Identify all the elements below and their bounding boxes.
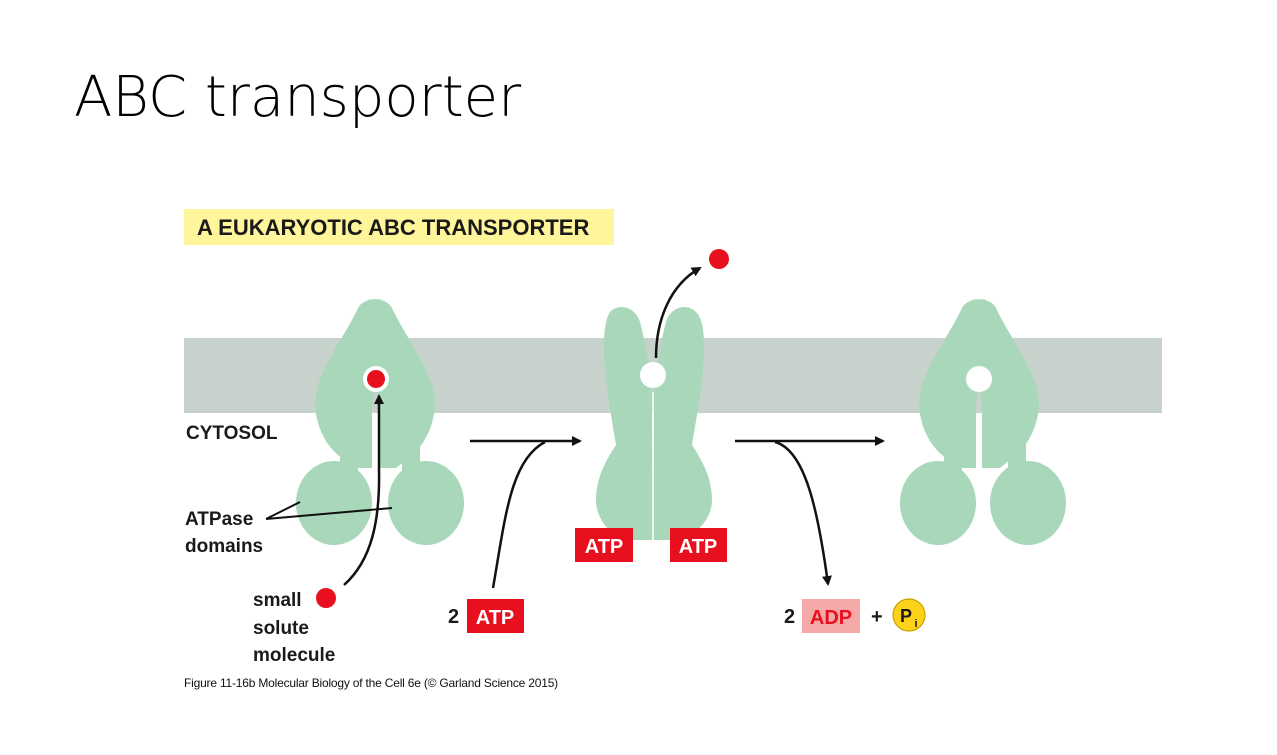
atp-input-box	[467, 599, 524, 633]
adp-count: 2	[784, 606, 795, 628]
cytosol-label: CYTOSOL	[186, 423, 278, 444]
atpase-label-line1: ATPase	[185, 509, 253, 530]
atp-input-label: ATP	[476, 607, 515, 629]
atpase-pointer-left	[265, 501, 301, 520]
phosphate-circle	[892, 598, 926, 632]
atp-bound-right-box	[670, 528, 727, 562]
figure-caption: Figure 11-16b Molecular Biology of the C…	[184, 676, 558, 690]
free-solute-molecule	[316, 588, 336, 608]
transporter-outward-facing	[596, 307, 712, 540]
atp-input-arrow	[491, 440, 546, 589]
adp-output-arrow	[774, 440, 832, 586]
slide-title: ABC transporter	[74, 65, 522, 130]
transporter-reset	[900, 299, 1066, 545]
atp-bound-left-box	[575, 528, 633, 562]
atp-bound-right-label: ATP	[679, 536, 718, 558]
atp-input-count: 2	[448, 606, 459, 628]
released-solute-molecule	[709, 249, 729, 269]
solute-release-arrow	[654, 266, 702, 359]
adp-label: ADP	[810, 607, 852, 629]
solute-label-line2: solute	[253, 618, 309, 639]
plus-sign: +	[871, 606, 883, 628]
phosphate-label: P	[900, 606, 912, 626]
solute-label-line3: molecule	[253, 645, 335, 666]
bound-solute-molecule	[367, 370, 385, 388]
solute-entry-arrow	[343, 394, 384, 586]
atpase-pointer-right	[265, 507, 393, 520]
transporter-inward-facing	[296, 299, 464, 545]
adp-box	[802, 599, 860, 633]
atp-bound-left-label: ATP	[585, 536, 624, 558]
banner-title: A EUKARYOTIC ABC TRANSPORTER	[197, 215, 589, 240]
solute-label-line1: small	[253, 590, 302, 611]
phosphate-subscript: i	[914, 618, 917, 630]
banner-background	[184, 209, 614, 245]
atpase-label-line2: domains	[185, 536, 263, 557]
